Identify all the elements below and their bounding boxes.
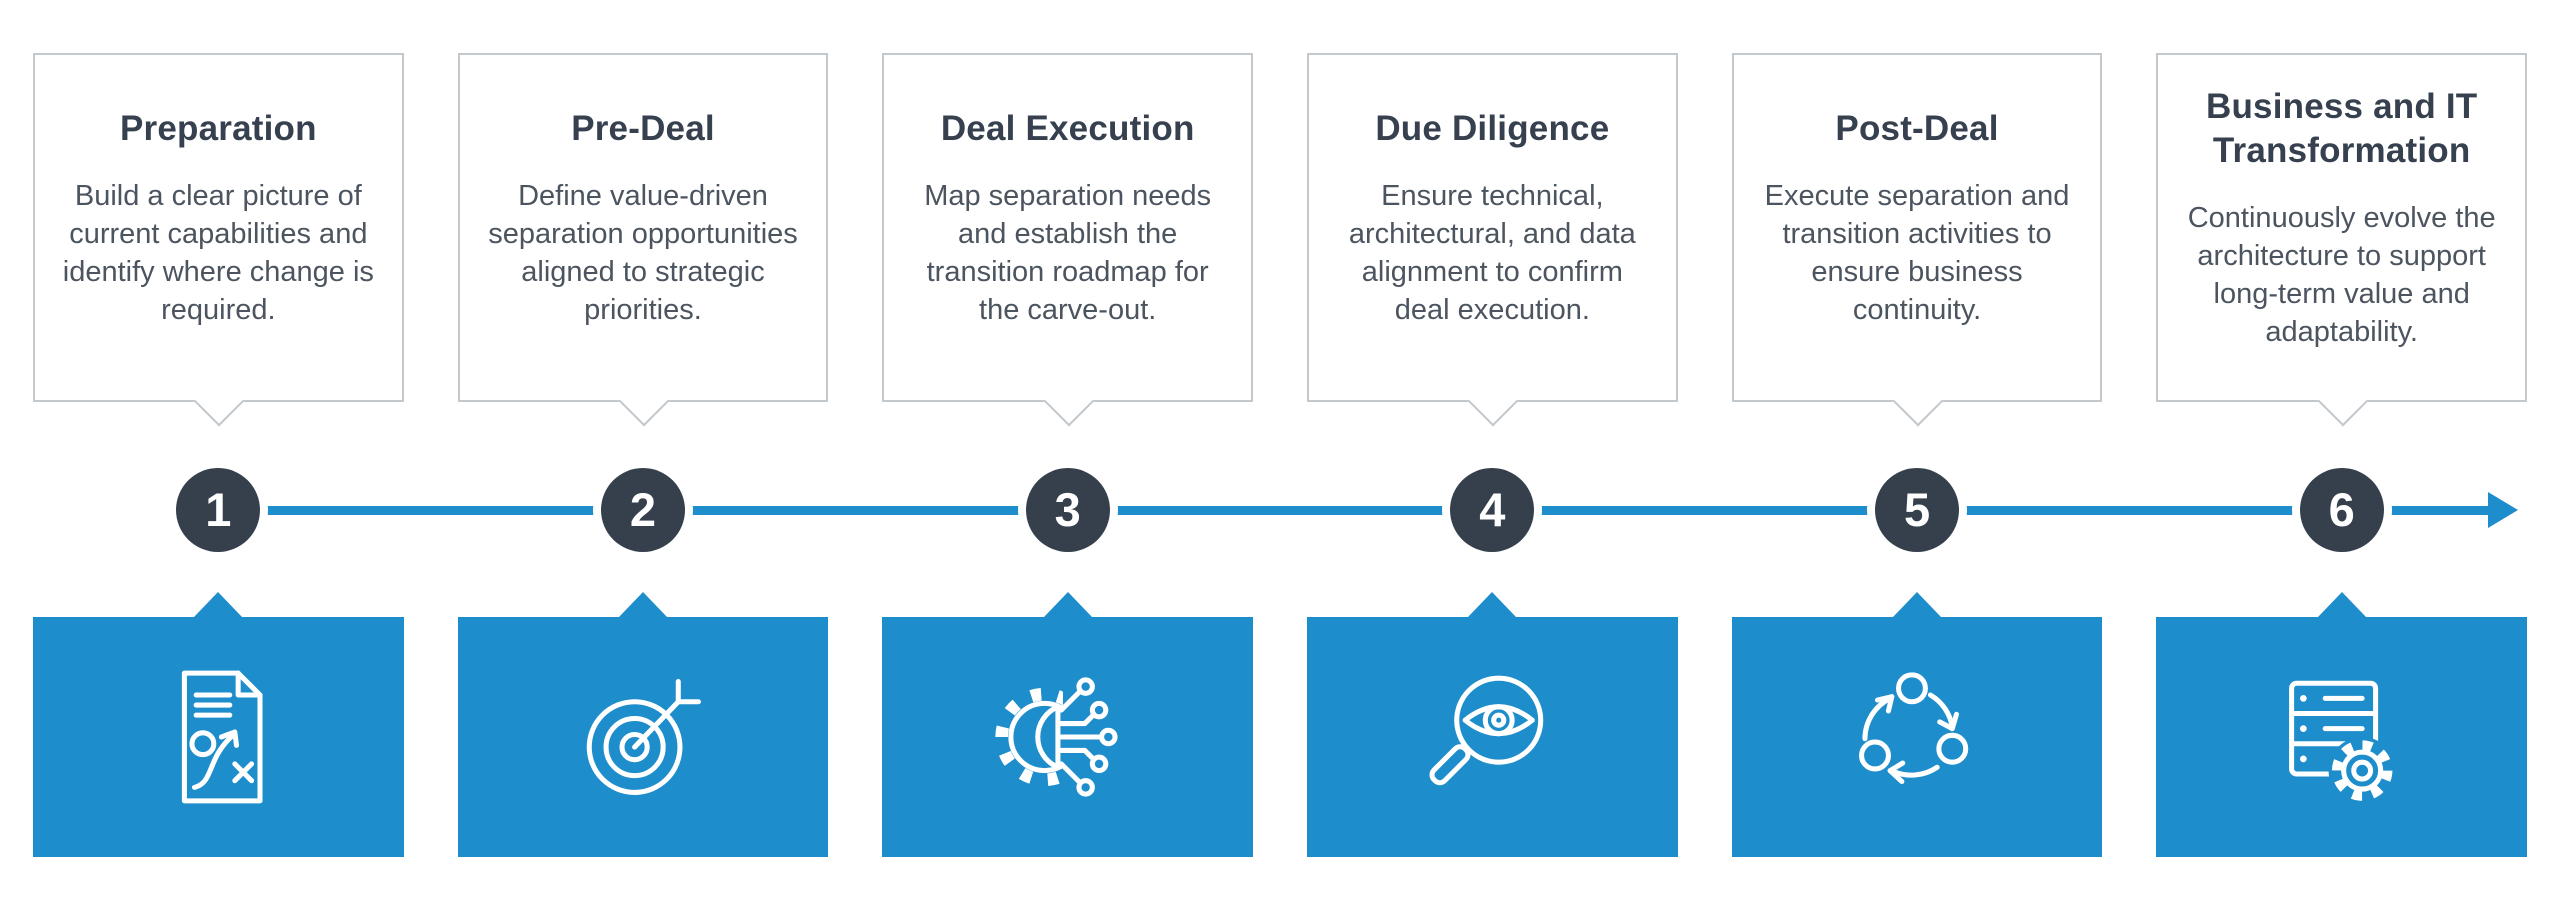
timeline-line bbox=[219, 505, 2492, 515]
step-title: Business and IT Transformation bbox=[2205, 86, 2478, 170]
step-card: Pre-Deal Define value-driven separation … bbox=[457, 53, 829, 427]
icon-box bbox=[1731, 592, 2103, 857]
icon-box bbox=[2156, 592, 2528, 857]
box-notch bbox=[1893, 592, 1942, 617]
gear-circuit-icon bbox=[995, 673, 1140, 801]
step-description: Build a clear picture of current capabil… bbox=[62, 179, 374, 326]
step-card: Business and IT Transformation Continuou… bbox=[2156, 53, 2528, 427]
icon-box bbox=[1307, 592, 1678, 857]
step-title: Due Diligence bbox=[1375, 108, 1610, 148]
step-number-badge: 5 bbox=[1875, 467, 1960, 552]
step-card: Post-Deal Execute separation and transit… bbox=[1731, 53, 2103, 427]
step-description: Ensure technical, architectural, and dat… bbox=[1348, 179, 1636, 326]
box-notch bbox=[619, 592, 667, 617]
step-card: Deal Execution Map separation needs and … bbox=[882, 53, 1254, 427]
target-arrow-icon bbox=[586, 679, 701, 795]
step-description: Define value-driven separation opportuni… bbox=[488, 179, 798, 326]
step-number: 6 bbox=[2328, 483, 2355, 536]
cycle-arrows-icon bbox=[1859, 672, 1969, 785]
timeline-markers: 1 2 3 4 5 6 bbox=[0, 402, 2560, 617]
timeline-arrowhead-icon bbox=[2488, 491, 2518, 528]
step-number: 5 bbox=[1903, 483, 1931, 536]
step-number-badge: 6 bbox=[2299, 467, 2384, 552]
step-title: Preparation bbox=[119, 108, 317, 148]
step-number-badge: 4 bbox=[1450, 467, 1535, 552]
step-card: Due Diligence Ensure technical, architec… bbox=[1307, 53, 1678, 427]
icon-boxes-row bbox=[0, 592, 2560, 857]
step-number: 1 bbox=[205, 483, 232, 536]
step-card: Preparation Build a clear picture of cur… bbox=[33, 53, 404, 427]
timeline: 1 2 3 4 5 6 bbox=[0, 402, 2560, 617]
server-gear-icon bbox=[2288, 680, 2396, 805]
strategy-document-icon bbox=[182, 670, 263, 804]
step-number: 2 bbox=[629, 483, 657, 536]
box-notch bbox=[194, 592, 243, 617]
step-number: 3 bbox=[1054, 483, 1081, 536]
step-title: Post-Deal bbox=[1835, 108, 1999, 148]
step-number-badge: 3 bbox=[1025, 467, 1110, 552]
step-description: Map separation needs and establish the t… bbox=[924, 179, 1212, 326]
box-notch bbox=[2317, 592, 2366, 617]
step-number-badge: 2 bbox=[601, 467, 685, 552]
icon-box bbox=[33, 592, 404, 857]
box-notch bbox=[1043, 592, 1092, 617]
cards-row: Preparation Build a clear picture of cur… bbox=[0, 53, 2560, 427]
step-description: Continuously evolve the architecture to … bbox=[2187, 201, 2496, 348]
step-description: Execute separation and transition activi… bbox=[1764, 179, 2070, 326]
step-number-badge: 1 bbox=[176, 467, 261, 552]
icon-box bbox=[457, 592, 829, 857]
step-title: Deal Execution bbox=[940, 108, 1195, 148]
magnifier-eye-icon bbox=[1429, 675, 1544, 786]
step-number: 4 bbox=[1479, 483, 1506, 536]
box-notch bbox=[1468, 592, 1517, 617]
step-title: Pre-Deal bbox=[571, 108, 715, 148]
icon-box bbox=[882, 592, 1254, 857]
